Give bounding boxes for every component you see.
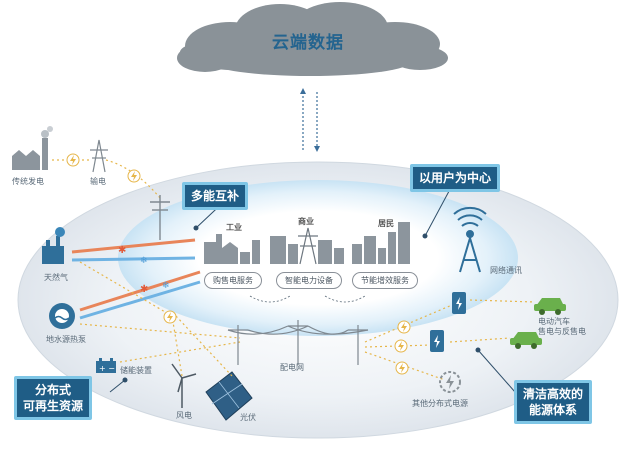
spark-icons: ✱ ❄ ✱ ❄ [118, 245, 170, 295]
service-power-sale: 购售电服务 [204, 272, 262, 289]
geothermal-icon [49, 303, 75, 329]
tag-clean-efficient: 清洁高效的 能源体系 [514, 380, 593, 424]
arrow-up-icon [300, 88, 306, 94]
electric-car-icon [510, 298, 566, 349]
cloud-icon [177, 2, 448, 76]
lightning-bolt-icon [394, 320, 411, 375]
zone-industry: 工业 [226, 223, 242, 232]
tag-distributed-line2: 可再生资源 [23, 399, 84, 413]
tag-distributed-renewable: 分布式 可再生资源 [14, 376, 93, 420]
zone-commerce: 商业 [298, 217, 314, 226]
arrow-down-icon [314, 146, 320, 152]
label-network: 网络通讯 [490, 266, 522, 275]
commerce-buildings-icon [270, 236, 344, 264]
svg-text:✱: ✱ [140, 284, 148, 295]
pipelines [71, 238, 201, 320]
cloud-data-arrows [302, 92, 318, 150]
label-ev-trade: 售电与反售电 [538, 327, 586, 336]
label-natural-gas: 天然气 [44, 273, 68, 282]
label-ev: 电动汽车 [538, 317, 570, 326]
battery-icon: + − [96, 358, 116, 373]
natural-gas-icon [42, 227, 65, 264]
tag-user-centered: 以用户为中心 [410, 164, 501, 192]
label-other-sources: 其他分布式电源 [412, 399, 468, 408]
label-geothermal: 地水源热泵 [46, 335, 86, 344]
solar-panel-icon [205, 371, 253, 421]
renewable-flow-lines [79, 261, 241, 377]
svg-text:❄: ❄ [140, 256, 148, 266]
tag-distributed-line1: 分布式 [35, 383, 72, 397]
network-tower-icon [453, 206, 487, 273]
label-wind: 风电 [176, 411, 192, 420]
industry-buildings-icon [204, 234, 260, 264]
charging-station-icon [430, 292, 466, 352]
svg-text:❄: ❄ [162, 281, 170, 291]
label-solar: 光伏 [240, 413, 256, 422]
lightning-bolt-icon [66, 153, 141, 183]
label-traditional-power: 传统发电 [12, 177, 44, 186]
svg-text:+ −: + − [99, 364, 115, 373]
substation-icon [298, 227, 318, 265]
tag-leader-dots [122, 225, 481, 383]
label-distribution-grid: 配电网 [280, 363, 304, 372]
service-energy-saving: 节能增效服务 [352, 272, 418, 289]
transmission-tower-icon [90, 139, 108, 173]
other-source-icon [439, 371, 461, 393]
tag-clean-line1: 清洁高效的 [523, 387, 584, 401]
tag-clean-line2: 能源体系 [529, 403, 578, 417]
label-storage: 储能装置 [120, 366, 152, 375]
zone-residential: 居民 [378, 219, 394, 228]
distribution-grid-icon [227, 320, 369, 365]
lightning-bolt-icon [163, 310, 177, 324]
tag-multi-energy: 多能互补 [182, 182, 249, 210]
service-connectors [249, 295, 366, 303]
label-transmission: 输电 [90, 177, 106, 186]
residential-buildings-icon [352, 222, 410, 264]
svg-text:✱: ✱ [118, 245, 126, 256]
power-plant-icon [12, 126, 53, 170]
grid-flow-lines [364, 299, 536, 381]
service-smart-device: 智能电力设备 [276, 272, 342, 289]
cloud-title: 云端数据 [272, 33, 344, 53]
utility-pole-icon [150, 195, 170, 240]
wind-turbine-icon [171, 363, 197, 408]
